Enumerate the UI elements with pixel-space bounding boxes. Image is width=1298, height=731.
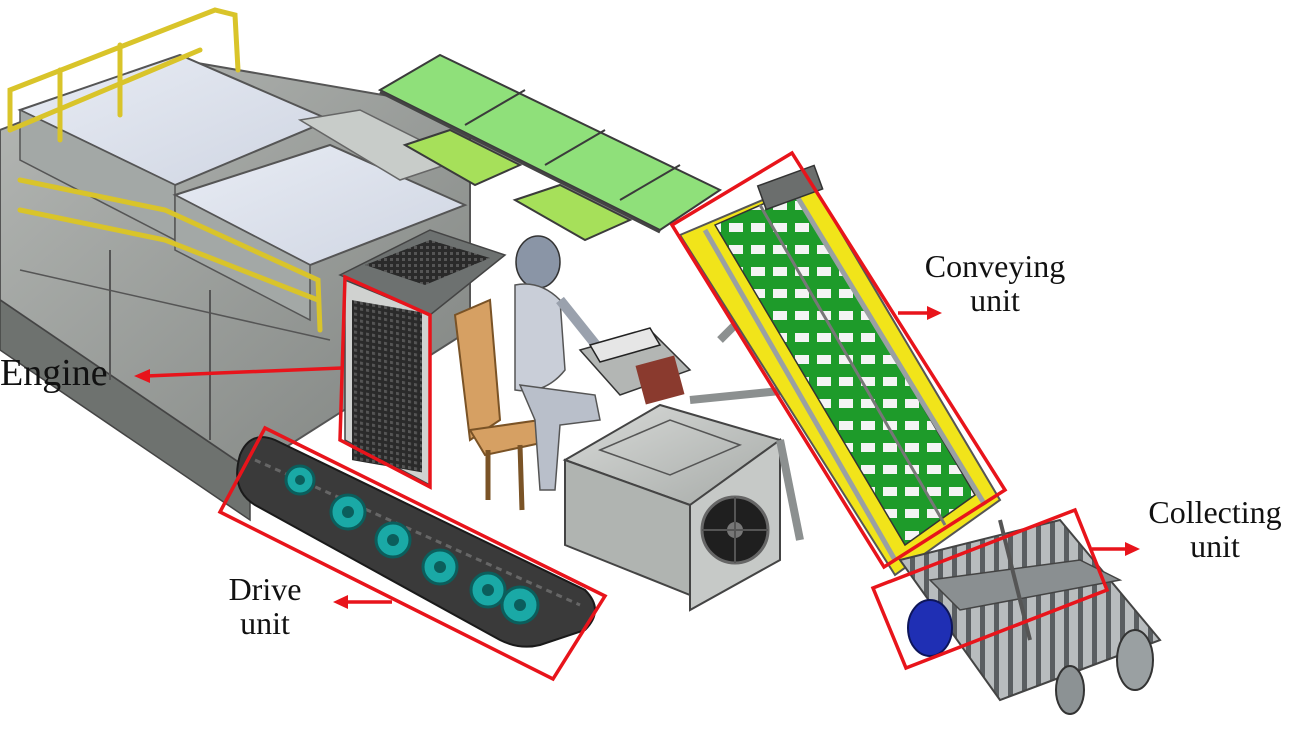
engine-label-text: Engine xyxy=(0,352,108,394)
sorting-trays xyxy=(377,53,723,242)
conveying-highlight-box xyxy=(669,150,1008,570)
drive-unit-label: Drive unit xyxy=(215,571,315,641)
inclined-conveyor xyxy=(678,164,1002,577)
engine-highlight-box xyxy=(338,274,432,490)
collecting-label-line2: unit xyxy=(1190,527,1240,564)
handrail xyxy=(7,7,323,333)
engine-label: Engine xyxy=(0,352,108,394)
annotation-arrowheads xyxy=(134,306,1140,609)
roller-icon xyxy=(907,599,953,657)
storage-boxes xyxy=(17,53,468,322)
drive-highlight-box xyxy=(217,425,608,682)
crawler-track xyxy=(236,436,596,648)
engine-housing xyxy=(338,229,507,487)
conveying-label-line1: Conveying xyxy=(924,248,1066,284)
collecting-highlight-box xyxy=(870,507,1110,671)
engine-arrow xyxy=(145,366,343,378)
conveying-label-line2: unit xyxy=(970,281,1020,318)
drive-label-line1: Drive xyxy=(228,571,302,607)
collecting-unit-label: Collecting unit xyxy=(1130,494,1298,564)
drive-label-line2: unit xyxy=(240,604,290,641)
collecting-label-line1: Collecting xyxy=(1148,494,1282,530)
cooling-unit xyxy=(562,403,783,612)
conveying-unit-label: Conveying unit xyxy=(920,248,1070,318)
control-console xyxy=(578,327,692,405)
annotations xyxy=(145,150,1128,682)
